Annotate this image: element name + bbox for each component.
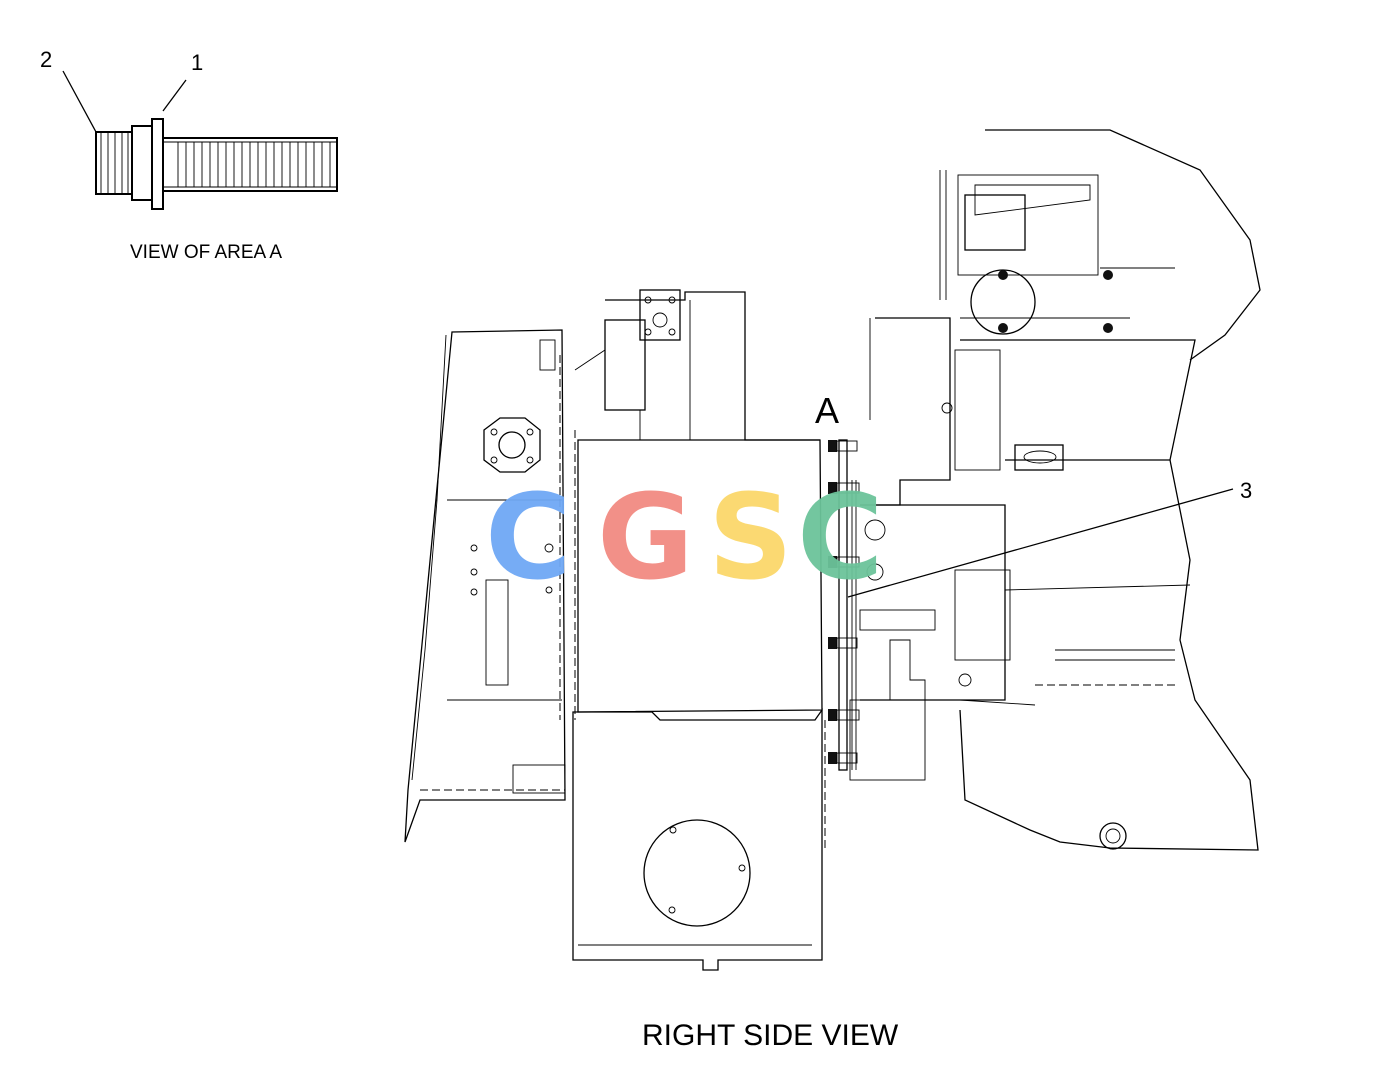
callout-1: 1 xyxy=(191,50,203,75)
leader-line-1 xyxy=(162,79,187,112)
lower-housing xyxy=(572,707,823,971)
leader-line-2 xyxy=(62,70,97,133)
detail-view-caption: VIEW OF AREA A xyxy=(130,242,282,263)
main-view-caption: RIGHT SIDE VIEW xyxy=(642,1019,899,1052)
washer xyxy=(151,118,164,210)
watermark-letter: G xyxy=(597,468,694,606)
watermark-logo: C G S C xyxy=(485,468,884,606)
bolt-shank xyxy=(163,137,338,192)
detail-view-area-a xyxy=(62,70,338,210)
lower-cover-plate xyxy=(643,819,751,927)
bolt xyxy=(828,709,837,721)
cab-outline xyxy=(985,129,1261,361)
bolt xyxy=(828,556,837,568)
watermark-letter: C xyxy=(797,468,884,606)
right-bracket xyxy=(875,317,951,506)
bolt xyxy=(828,637,837,649)
flange-plate xyxy=(483,417,541,473)
watermark-letter: S xyxy=(708,468,793,606)
bolt xyxy=(828,482,837,494)
mounting-bar xyxy=(838,439,857,771)
upper-housing xyxy=(605,291,820,441)
callout-area-a: A xyxy=(815,390,839,431)
bolt-flange xyxy=(131,125,153,201)
bolt xyxy=(828,440,837,452)
bolt-thread xyxy=(177,142,331,187)
bolt-row xyxy=(828,440,860,764)
right-lower-body xyxy=(959,459,1259,851)
right-lower-panel xyxy=(860,504,1006,701)
callout-2: 2 xyxy=(40,47,52,72)
callout-3: 3 xyxy=(1240,478,1252,503)
left-frame xyxy=(404,329,566,843)
leader-line-3 xyxy=(847,488,1234,598)
watermark-letter: C xyxy=(485,468,572,606)
machine-right-side-view xyxy=(404,129,1261,971)
right-upper-deck xyxy=(960,339,1196,461)
bolt xyxy=(828,752,837,764)
